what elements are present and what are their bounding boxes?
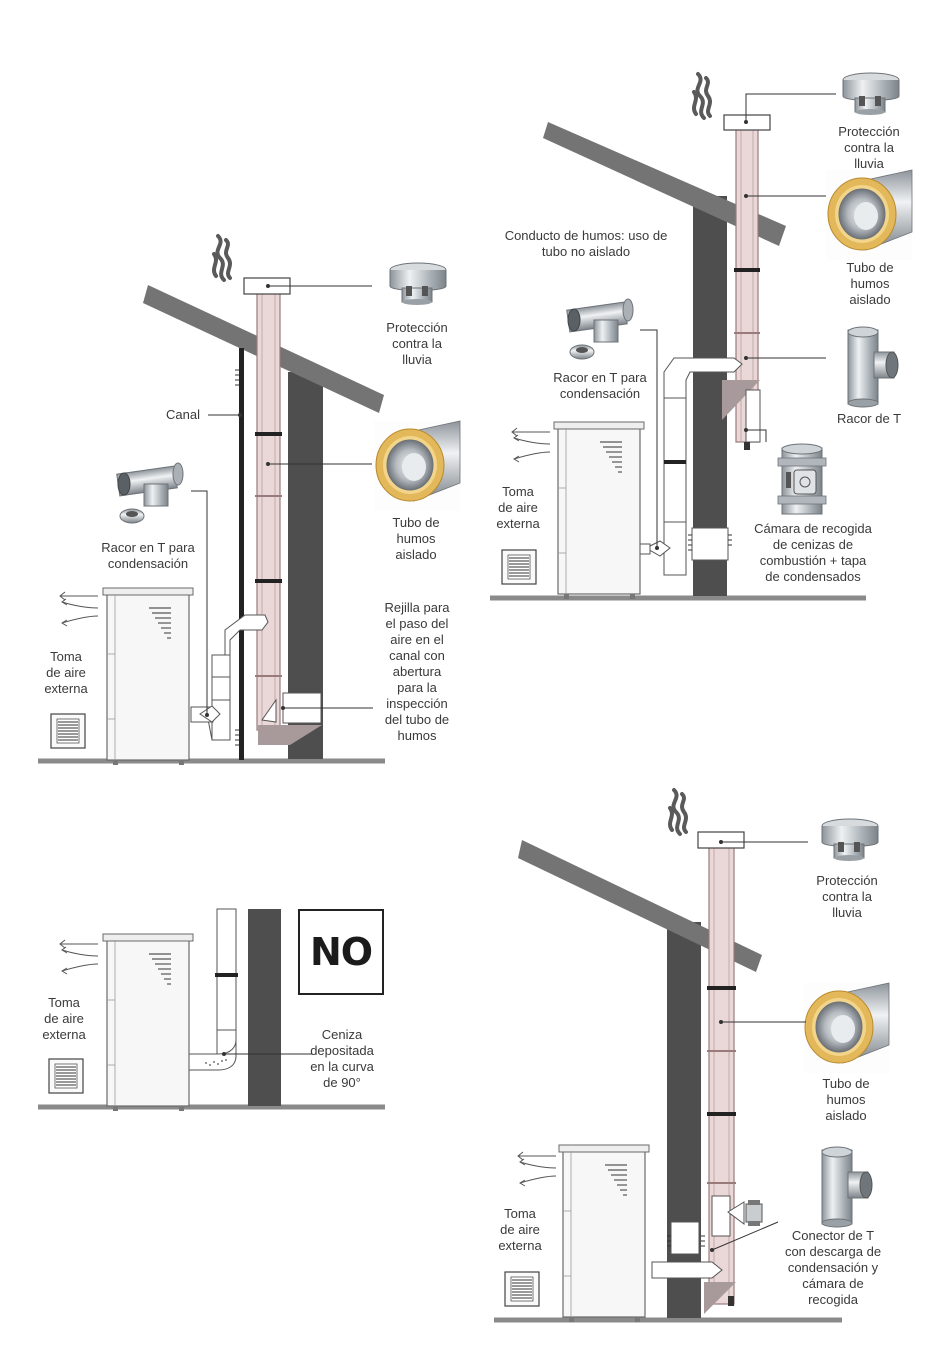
channel-label: Canal <box>166 407 200 422</box>
roof <box>518 840 762 972</box>
chimney-column <box>667 922 701 1318</box>
flue-uninsulated-label: Conducto de humos: uso de tubo no aislad… <box>504 228 668 259</box>
rain-protection-label: Protección contra la lluvia <box>816 873 878 920</box>
tee-fitting-icon <box>821 1146 873 1228</box>
panel-2 <box>490 72 913 601</box>
tee-condensation-icon <box>116 462 184 524</box>
tee-fitting-icon <box>847 326 899 408</box>
no-badge: NO <box>298 909 384 995</box>
insulated-pipe-icon <box>825 169 913 261</box>
stove-icon <box>558 1144 650 1323</box>
rain-cap-icon <box>821 818 879 862</box>
air-grille-icon <box>504 1271 540 1307</box>
air-arrows-icon <box>511 427 551 463</box>
ash-note-label: Ceniza depositada en la curva de 90° <box>310 1027 374 1090</box>
stove-icon <box>102 933 194 1112</box>
rain-cap-icon <box>389 262 447 306</box>
vertical-pipe <box>216 908 237 1058</box>
air-intake-label: Toma de aire externa <box>42 995 86 1042</box>
insulated-flue <box>256 291 281 731</box>
channel-rod <box>239 348 244 760</box>
air-arrows-icon <box>59 591 99 627</box>
tee-connector-label: Conector de T con descarga de condensaci… <box>784 1228 882 1307</box>
chimney-column <box>248 909 281 1106</box>
air-grille-icon <box>48 1058 84 1094</box>
air-intake-label: Toma de aire externa <box>498 1206 542 1253</box>
insulated-pipe-icon <box>373 420 461 512</box>
stove-icon <box>102 587 194 766</box>
ash-chamber-label: Cámara de recogida de cenizas de combust… <box>754 521 872 584</box>
air-intake-label: Toma de aire externa <box>496 484 540 531</box>
tee-condensation-label: Racor en T para condensación <box>553 370 647 401</box>
air-arrows-icon <box>59 939 99 975</box>
insulated-pipe-label: Tubo de humos aislado <box>846 260 894 307</box>
tee-condensation-label: Racor en T para condensación <box>101 540 195 571</box>
air-grille-icon <box>501 549 537 585</box>
roof <box>543 122 786 246</box>
insulated-pipe-label: Tubo de humos aislado <box>822 1076 870 1123</box>
insulated-pipe-icon <box>802 982 890 1074</box>
rain-protection-label: Protección contra la lluvia <box>386 320 448 367</box>
grille-label: Rejilla para el paso del aire en el cana… <box>384 600 450 743</box>
panel-4 <box>494 788 890 1323</box>
panel-3 <box>38 908 385 1112</box>
insulated-pipe-label: Tubo de humos aislado <box>392 515 440 562</box>
panel-1 <box>38 234 461 766</box>
ninety-degree-bend <box>187 1039 237 1071</box>
air-intake-label: Toma de aire externa <box>44 649 88 696</box>
stove-icon <box>553 421 645 600</box>
air-arrows-icon <box>517 1151 557 1187</box>
tee-condensation-icon <box>566 298 634 360</box>
air-grille-icon <box>50 713 86 749</box>
rain-cap-icon <box>842 72 900 116</box>
tee-fitting-label: Racor de T <box>836 411 902 426</box>
rain-protection-label: Protección contra la lluvia <box>838 124 900 171</box>
ash-chamber-icon <box>777 443 827 515</box>
